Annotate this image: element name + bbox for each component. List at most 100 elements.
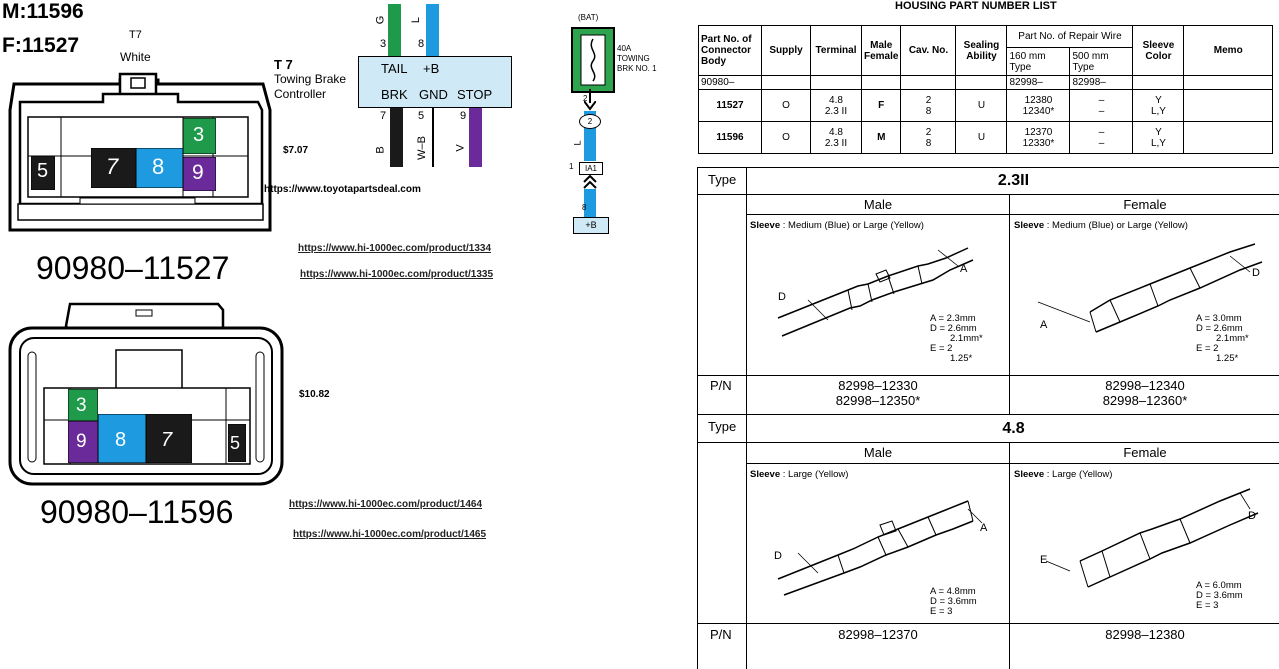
- pin-3: [182, 117, 217, 155]
- type-2-3-block: Type 2.3II Male Female Sleeve : Medium (…: [697, 167, 1279, 415]
- female-code: F:11527: [2, 34, 80, 57]
- male-dims: A = 4.8mm D = 3.6mm E = 3: [930, 587, 977, 617]
- male-sleeve: Sleeve : Medium (Blue) or Large (Yellow): [750, 220, 924, 231]
- fuse-block: [571, 27, 615, 93]
- header-part-no: Part No. of Connector Body: [698, 25, 762, 76]
- dim-value: D = 2.6mm: [1196, 323, 1243, 334]
- pin-label: 5: [37, 160, 49, 182]
- female-terminal-4-8-drawing: D E: [1040, 488, 1259, 588]
- unit-id: T 7: [274, 57, 293, 72]
- t7-color-label: White: [120, 50, 151, 64]
- cell-mf: F: [860, 89, 902, 122]
- cell-value: 12370: [1024, 126, 1053, 138]
- sleeve-value: : Medium (Blue) or Large (Yellow): [780, 220, 924, 231]
- dim-value: E = 3: [930, 606, 953, 617]
- dim-value: E = 3: [1196, 600, 1219, 611]
- pin-label: 7: [106, 154, 119, 179]
- row-divider: [698, 623, 1279, 624]
- pin-label: 3: [193, 124, 205, 146]
- cell-value: 4.8: [829, 94, 843, 106]
- cell-value: 2: [925, 94, 932, 106]
- cell-value: –: [1098, 126, 1105, 138]
- cell-value: 2.3 II: [824, 105, 848, 117]
- cell-500: ––: [1069, 121, 1134, 154]
- part-number-11596: 90980–11596: [40, 494, 234, 530]
- type-name: 2.3II: [747, 168, 1279, 195]
- pin-8: [135, 147, 184, 189]
- towing-brake-controller-box: TAIL +B BRK GND STOP: [358, 56, 512, 108]
- wire-b: [390, 107, 403, 167]
- fuse-rating: 40A: [617, 44, 632, 53]
- cell-value: Y: [1155, 126, 1162, 138]
- product-link[interactable]: https://www.hi-1000ec.com/product/1464: [289, 499, 483, 510]
- cell-value: 2: [925, 126, 932, 138]
- dim-d: D: [1252, 267, 1260, 279]
- dim-a: A: [980, 522, 988, 534]
- dim-value: 2.1mm*: [950, 333, 983, 344]
- part-number: 82998–12360*: [1102, 393, 1188, 408]
- female-header: Female: [1010, 195, 1279, 215]
- plus-b-terminal: +B: [573, 217, 609, 234]
- male-dims: A = 2.3mm D = 2.6mm 2.1mm* E = 2 1.25*: [930, 314, 983, 364]
- dim-e: E: [1040, 554, 1047, 566]
- pin-7: [145, 413, 193, 464]
- cell-part: 11527: [698, 89, 762, 122]
- product-link[interactable]: https://www.hi-1000ec.com/product/1334: [298, 243, 492, 254]
- wire-wb: [432, 107, 434, 167]
- wire-color-label: B: [374, 146, 387, 154]
- dim-value: D = 3.6mm: [1196, 590, 1243, 601]
- female-terminal-2-3-drawing: D A: [1037, 243, 1263, 333]
- type-name: 4.8: [1002, 420, 1025, 437]
- double-chevron-icon: [583, 175, 597, 189]
- cell-value: 12380: [1024, 94, 1053, 106]
- terminal-label: TAIL: [381, 61, 408, 76]
- header-male-female: Male Female: [860, 25, 902, 76]
- product-link[interactable]: https://www.hi-1000ec.com/product/1465: [293, 529, 487, 540]
- product-link[interactable]: https://www.hi-1000ec.com/product/1335: [300, 269, 494, 280]
- arrow-down-icon: [584, 101, 596, 111]
- cell-seal: U: [955, 89, 1008, 122]
- wire-color-label: W–B: [415, 136, 428, 160]
- header-cav: Cav. No.: [900, 25, 957, 76]
- price-11596: $10.82: [299, 389, 330, 400]
- wire-v: [469, 107, 482, 167]
- cell-supply: O: [761, 121, 811, 154]
- header-repair: Part No. of Repair Wire: [1006, 25, 1134, 48]
- toyota-link[interactable]: https://www.toyotapartsdeal.com: [264, 184, 421, 195]
- pin-7: [90, 147, 137, 189]
- pin-label: 8: [115, 429, 127, 451]
- t7-label: T7: [129, 29, 142, 41]
- cell-supply: O: [761, 89, 811, 122]
- dim-value: A = 2.3mm: [930, 313, 976, 324]
- unit-name: Towing Brake: [274, 72, 347, 86]
- sleeve-key: Sleeve: [1014, 469, 1045, 480]
- dim-value: D = 2.6mm: [930, 323, 977, 334]
- wire-l-segment: [584, 189, 596, 217]
- terminal-label: +B: [423, 61, 440, 76]
- pin-number: 9: [460, 110, 467, 122]
- terminal-label: BRK: [381, 87, 408, 102]
- fuse-name: TOWING: [617, 54, 650, 63]
- dim-a: A: [960, 263, 968, 275]
- pin-number: 8: [418, 38, 425, 50]
- header-terminal: Terminal: [810, 25, 862, 76]
- dim-value: A = 6.0mm: [1196, 580, 1242, 591]
- cell-value: Y: [1155, 94, 1162, 106]
- female-header: Female: [1010, 443, 1279, 464]
- sleeve-key: Sleeve: [1014, 220, 1045, 231]
- sleeve-value: : Large (Yellow): [780, 469, 849, 480]
- pin-9: [67, 420, 99, 464]
- cell-500: ––: [1069, 89, 1134, 122]
- dim-d: D: [774, 550, 782, 562]
- connector-ia1: IA1: [579, 162, 603, 175]
- pin-number: 7: [380, 110, 387, 122]
- part-number-11527: 90980–11527: [36, 250, 230, 286]
- female-dims: A = 6.0mm D = 3.6mm E = 3: [1196, 581, 1243, 611]
- pin-number: 1: [569, 162, 574, 171]
- pin-9: [182, 156, 217, 192]
